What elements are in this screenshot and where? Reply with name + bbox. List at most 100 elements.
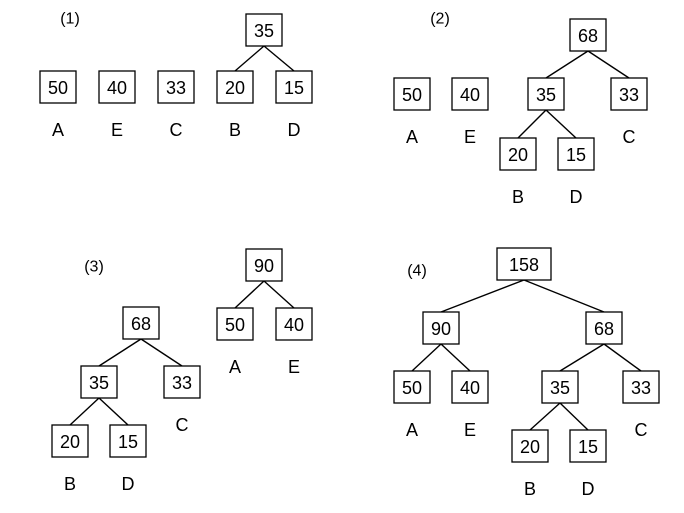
leaf-symbol-label: E — [111, 120, 123, 140]
tree-edge — [529, 402, 561, 431]
node-box — [80, 365, 118, 399]
tree-edge — [440, 279, 525, 313]
node-box — [451, 370, 489, 404]
node-box — [157, 70, 195, 104]
node-weight: 15 — [284, 78, 304, 98]
node-box — [122, 306, 160, 340]
leaf-symbol-label: D — [582, 479, 595, 499]
panel-label: (4) — [407, 263, 427, 280]
tree-node: 90 — [245, 248, 283, 282]
node-box — [393, 370, 431, 404]
tree-edge — [234, 45, 265, 72]
tree-edge — [411, 343, 442, 372]
tree-node: 50A — [216, 307, 254, 377]
tree-edge — [440, 343, 471, 372]
tree-node: 40E — [98, 70, 136, 140]
panel-label: (1) — [60, 11, 80, 28]
node-weight: 50 — [48, 78, 68, 98]
node-box — [393, 77, 431, 111]
tree-edge — [545, 50, 589, 79]
tree-node: 40E — [451, 370, 489, 440]
tree-edge — [587, 50, 630, 79]
node-box — [610, 77, 648, 111]
tree-node: 20B — [216, 70, 254, 140]
tree-edge — [517, 109, 547, 139]
node-box — [39, 70, 77, 104]
tree-edge — [98, 338, 142, 367]
node-weight: 90 — [254, 256, 274, 276]
node-weight: 15 — [118, 432, 138, 452]
tree-node: 68 — [569, 18, 607, 52]
node-weight: 33 — [631, 378, 651, 398]
node-weight: 90 — [431, 319, 451, 339]
node-weight: 50 — [225, 315, 245, 335]
tree-edge — [69, 397, 100, 426]
tree-node: 33C — [163, 365, 201, 435]
tree-edge — [603, 343, 642, 372]
tree-edge — [98, 397, 129, 426]
node-weight: 68 — [131, 314, 151, 334]
node-box — [496, 247, 552, 281]
node-box — [275, 307, 313, 341]
tree-node: 68 — [585, 311, 623, 345]
node-weight: 40 — [460, 378, 480, 398]
tree-edge — [140, 338, 183, 367]
panel-label: (3) — [84, 259, 104, 276]
node-weight: 20 — [225, 78, 245, 98]
node-box — [51, 424, 89, 458]
node-box — [622, 370, 660, 404]
node-weight: 33 — [166, 78, 186, 98]
node-box — [245, 248, 283, 282]
node-box — [98, 70, 136, 104]
tree-node: 15D — [275, 70, 313, 140]
node-weight: 15 — [566, 145, 586, 165]
node-weight: 68 — [578, 26, 598, 46]
tree-node: 35 — [541, 370, 579, 404]
node-weight: 50 — [402, 378, 422, 398]
node-box — [245, 13, 283, 47]
node-box — [216, 307, 254, 341]
tree-node: 90 — [422, 311, 460, 345]
node-box — [216, 70, 254, 104]
node-box — [569, 18, 607, 52]
node-box — [557, 137, 595, 171]
leaf-symbol-label: B — [229, 120, 241, 140]
tree-node: 35 — [80, 365, 118, 399]
tree-node: 68 — [122, 306, 160, 340]
panel-3: (3) 90 50A 40E 68 35 33C 20B 15D — [51, 248, 313, 494]
tree-node: 40E — [275, 307, 313, 377]
leaf-symbol-label: C — [170, 120, 183, 140]
tree-node: 33C — [157, 70, 195, 140]
node-weight: 20 — [60, 432, 80, 452]
leaf-symbol-label: A — [406, 127, 418, 147]
tree-node: 15D — [569, 429, 607, 499]
panel-label: (2) — [430, 11, 450, 28]
tree-node: 158 — [496, 247, 552, 281]
tree-node: 20B — [499, 137, 537, 207]
tree-edge — [559, 402, 589, 431]
leaf-symbol-label: E — [288, 357, 300, 377]
leaf-symbol-label: C — [176, 415, 189, 435]
leaf-symbol-label: D — [122, 474, 135, 494]
tree-node: 40E — [451, 77, 489, 147]
tree-node: 20B — [51, 424, 89, 494]
leaf-symbol-label: D — [570, 187, 583, 207]
node-weight: 50 — [402, 85, 422, 105]
node-weight: 40 — [460, 85, 480, 105]
leaf-symbol-label: C — [635, 420, 648, 440]
tree-edge — [263, 45, 295, 72]
node-weight: 20 — [508, 145, 528, 165]
node-box — [499, 137, 537, 171]
leaf-symbol-label: D — [288, 120, 301, 140]
node-box — [275, 70, 313, 104]
leaf-symbol-label: A — [229, 357, 241, 377]
node-weight: 35 — [550, 378, 570, 398]
node-box — [422, 311, 460, 345]
leaf-symbol-label: A — [406, 420, 418, 440]
node-weight: 35 — [254, 21, 274, 41]
node-box — [109, 424, 147, 458]
